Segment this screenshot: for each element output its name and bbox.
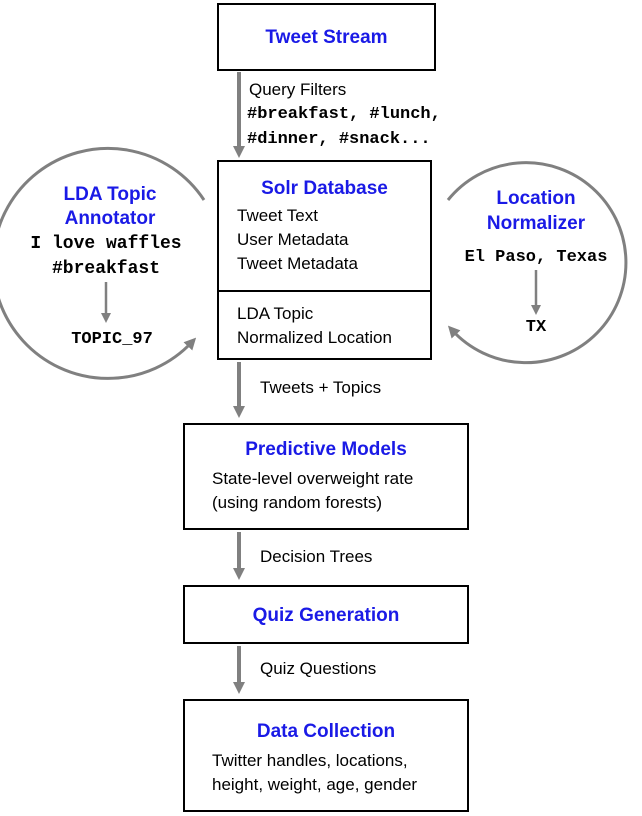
quiz-generation-title: Quiz Generation (252, 605, 400, 626)
data-collection-desc: Twitter handles, locations, height, weig… (212, 749, 467, 797)
tweet-stream-box: Tweet Stream (217, 3, 436, 71)
location-output-state: TX (525, 318, 547, 337)
query-filters-label: Query Filters (249, 80, 347, 99)
solr-field-tweet-metadata: Tweet Metadata (237, 254, 358, 273)
lda-example-line1: I love waffles (30, 234, 182, 254)
solr-field-user-metadata: User Metadata (237, 230, 349, 249)
lda-title-line2: Annotator (64, 208, 156, 229)
lda-title-line1: LDA Topic (63, 184, 157, 205)
lda-example-line2: #breakfast (51, 259, 161, 279)
predictive-models-line1: State-level overweight rate (212, 469, 414, 488)
solr-divider (219, 290, 430, 292)
lda-output-topic: TOPIC_97 (71, 330, 153, 349)
location-example: El Paso, Texas (464, 248, 608, 267)
location-title-line1: Location (496, 188, 576, 209)
solr-database-title: Solr Database (261, 178, 388, 199)
predictive-models-desc: State-level overweight rate (using rando… (212, 467, 467, 515)
lda-cycle-arc (0, 146, 206, 380)
location-cycle-arc (446, 161, 628, 365)
predictive-models-box: Predictive Models State-level overweight… (183, 423, 469, 530)
predictive-models-line2: (using random forests) (212, 493, 383, 512)
solr-annotation-normalized-location: Normalized Location (237, 328, 392, 347)
solr-database-box: Solr Database Tweet Text User Metadata T… (217, 160, 432, 360)
quiz-generation-box: Quiz Generation (183, 585, 469, 644)
solr-field-tweet-text: Tweet Text (237, 206, 318, 225)
location-title-line2: Normalizer (486, 213, 586, 234)
query-filters-line2: #dinner, #snack... (247, 130, 431, 149)
predictive-models-title: Predictive Models (245, 439, 407, 460)
data-collection-line1: Twitter handles, locations, (212, 751, 408, 770)
query-filters-line1: #breakfast, #lunch, (247, 105, 441, 124)
data-collection-box: Data Collection Twitter handles, locatio… (183, 699, 469, 812)
tweet-stream-title: Tweet Stream (265, 27, 388, 48)
data-collection-line2: height, weight, age, gender (212, 775, 418, 794)
label-decision-trees: Decision Trees (260, 547, 373, 566)
solr-fields: Tweet Text User Metadata Tweet Metadata (237, 204, 430, 276)
solr-annotation-lda-topic: LDA Topic (237, 304, 314, 323)
solr-annotations: LDA Topic Normalized Location (237, 302, 392, 350)
label-quiz-questions: Quiz Questions (260, 659, 377, 678)
label-tweets-topics: Tweets + Topics (260, 378, 382, 397)
data-collection-title: Data Collection (256, 721, 396, 742)
